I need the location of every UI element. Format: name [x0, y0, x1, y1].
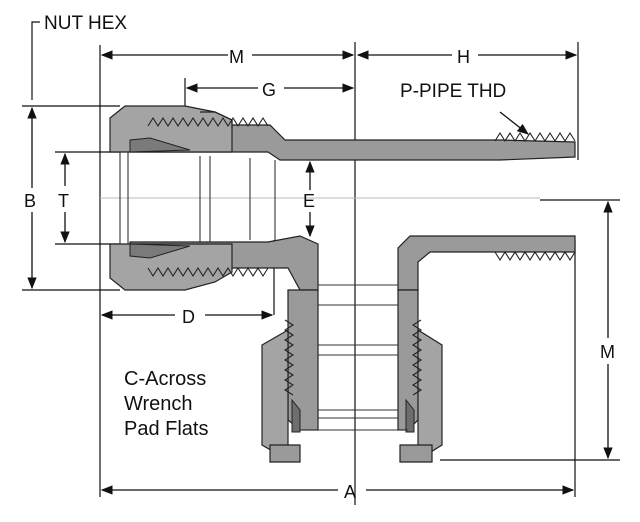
label-c-line1: C-Across	[124, 368, 206, 390]
label-t: T	[58, 191, 69, 211]
label-m-right: M	[600, 342, 615, 362]
label-b: B	[24, 191, 36, 211]
label-c-line3: Pad Flats	[124, 418, 208, 440]
dimension-lines	[27, 50, 613, 495]
branch-nut	[261, 328, 443, 463]
label-a: A	[344, 482, 356, 502]
threads	[147, 116, 576, 396]
label-nut-hex: NUT HEX	[44, 13, 127, 34]
branch-ferrules	[291, 398, 415, 433]
label-g: G	[262, 80, 276, 100]
tube-bore	[119, 152, 276, 244]
label-m-top: M	[229, 47, 244, 67]
ferrules	[129, 137, 191, 259]
label-d: D	[182, 307, 195, 327]
label-pipe-thd: P-PIPE THD	[400, 81, 506, 102]
branch-bore	[300, 284, 408, 431]
label-e: E	[303, 191, 315, 211]
label-c-line2: Wrench	[124, 393, 193, 415]
label-h: H	[457, 47, 470, 67]
